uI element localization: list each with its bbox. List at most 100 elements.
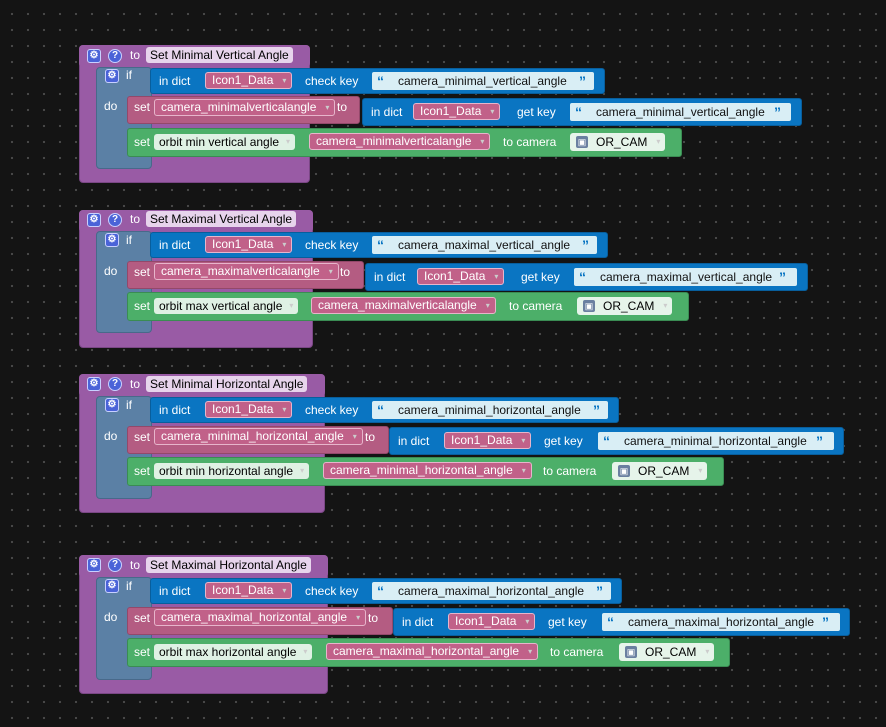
dict-variable-text: Icon1_Data	[212, 237, 274, 251]
dict-variable-dropdown[interactable]: Icon1_Data▾	[205, 72, 293, 89]
camera-variable-text: camera_minimal_horizontal_angle	[330, 463, 513, 477]
get-key-label: get key	[517, 105, 556, 119]
to-camera-label: to camera	[543, 464, 597, 478]
to-camera-label: to camera	[509, 299, 563, 313]
procedure-to-label: to	[130, 212, 141, 226]
chevron-down-icon: ▾	[303, 647, 308, 656]
set-variable-dropdown[interactable]: camera_maximalverticalangle▾	[154, 263, 339, 280]
chevron-down-icon: ▾	[528, 647, 533, 656]
cube-icon: ▣	[576, 136, 588, 148]
chevron-down-icon: ▾	[282, 405, 287, 414]
set-variable-text: camera_maximal_horizontal_angle	[161, 610, 348, 624]
chevron-down-icon: ▾	[494, 272, 499, 281]
chevron-down-icon: ▾	[698, 466, 703, 475]
camera-dropdown[interactable]: ▣OR_CAM▾	[612, 462, 708, 480]
orbit-property-dropdown[interactable]: orbit max vertical angle▾	[154, 298, 299, 314]
help-icon[interactable]: ?	[108, 49, 122, 63]
quote-open-icon: “	[607, 614, 614, 630]
set-to-label: to	[340, 265, 351, 279]
get-key-string[interactable]: camera_maximal_horizontal_angle	[602, 613, 840, 631]
gear-icon[interactable]: ⚙	[105, 579, 119, 593]
orbit-property-dropdown[interactable]: orbit min vertical angle▾	[154, 134, 296, 150]
gear-icon[interactable]: ⚙	[87, 558, 101, 572]
set-variable-text: camera_maximalverticalangle	[161, 264, 320, 278]
camera-dropdown[interactable]: ▣OR_CAM▾	[619, 643, 715, 661]
quote-close-icon: ”	[596, 583, 603, 599]
quote-open-icon: “	[377, 402, 384, 418]
procedure-name-field[interactable]: Set Minimal Vertical Angle	[146, 47, 293, 63]
procedure-name-field[interactable]: Set Maximal Vertical Angle	[146, 211, 297, 227]
camera-dropdown[interactable]: ▣OR_CAM▾	[570, 133, 666, 151]
chevron-down-icon: ▾	[480, 137, 485, 146]
check-key-string[interactable]: camera_maximal_horizontal_angle	[372, 582, 611, 600]
set-variable-dropdown[interactable]: camera_minimalverticalangle▾	[154, 99, 336, 116]
gear-icon[interactable]: ⚙	[105, 69, 119, 83]
help-icon[interactable]: ?	[108, 558, 122, 572]
check-key-string[interactable]: camera_minimal_vertical_angle	[372, 72, 594, 90]
procedure-to-label: to	[130, 558, 141, 572]
check-key-string[interactable]: camera_maximal_vertical_angle	[372, 236, 597, 254]
check-key-string[interactable]: camera_minimal_horizontal_angle	[372, 401, 608, 419]
chevron-down-icon: ▾	[521, 436, 526, 445]
camera-variable-getter[interactable]: camera_minimal_horizontal_angle▾	[323, 462, 532, 479]
gear-icon[interactable]: ⚙	[105, 233, 119, 247]
if-label: if	[126, 398, 132, 412]
cube-icon: ▣	[625, 646, 637, 658]
gear-icon[interactable]: ⚙	[105, 398, 119, 412]
check-key-label: check key	[305, 238, 359, 252]
quote-close-icon: ”	[816, 433, 823, 449]
get-key-label: get key	[544, 434, 583, 448]
orbit-property-dropdown[interactable]: orbit min horizontal angle▾	[154, 463, 310, 479]
gear-icon[interactable]: ⚙	[87, 213, 101, 227]
quote-open-icon: “	[575, 104, 582, 120]
gear-icon[interactable]: ⚙	[87, 49, 101, 63]
help-icon[interactable]: ?	[108, 213, 122, 227]
orbit-property-dropdown[interactable]: orbit max horizontal angle▾	[154, 644, 313, 660]
set-label: set	[134, 464, 151, 478]
dict-variable-dropdown[interactable]: Icon1_Data▾	[205, 236, 293, 253]
dict-variable-dropdown[interactable]: Icon1_Data▾	[417, 268, 505, 285]
quote-close-icon: ”	[779, 269, 786, 285]
help-icon[interactable]: ?	[108, 377, 122, 391]
camera-variable-getter[interactable]: camera_maximalverticalangle▾	[311, 297, 496, 314]
camera-dropdown[interactable]: ▣OR_CAM▾	[577, 297, 673, 315]
dict-variable-text: Icon1_Data	[420, 104, 482, 118]
check-key-text: camera_maximal_vertical_angle	[398, 238, 571, 252]
orbit-property-text: orbit min vertical angle	[159, 135, 280, 149]
camera-variable-getter[interactable]: camera_maximal_horizontal_angle▾	[326, 643, 539, 660]
check-key-label: check key	[305, 403, 359, 417]
procedure-name-field[interactable]: Set Minimal Horizontal Angle	[146, 376, 308, 392]
dict-variable-dropdown[interactable]: Icon1_Data▾	[413, 103, 501, 120]
camera-text: OR_CAM	[596, 135, 648, 149]
quote-close-icon: ”	[582, 237, 589, 253]
dict-variable-text: Icon1_Data	[212, 583, 274, 597]
camera-variable-getter[interactable]: camera_minimalverticalangle▾	[309, 133, 491, 150]
set-label: set	[134, 611, 151, 625]
check-key-label: check key	[305, 584, 359, 598]
set-variable-dropdown[interactable]: camera_maximal_horizontal_angle▾	[154, 609, 367, 626]
get-key-string[interactable]: camera_minimal_vertical_angle	[570, 103, 791, 121]
check-key-text: camera_minimal_vertical_angle	[398, 74, 567, 88]
set-label: set	[134, 430, 151, 444]
set-variable-dropdown[interactable]: camera_minimal_horizontal_angle▾	[154, 428, 363, 445]
get-key-label: get key	[548, 615, 587, 629]
dict-variable-dropdown[interactable]: Icon1_Data▾	[448, 613, 536, 630]
set-label: set	[134, 265, 151, 279]
in-dict-label: in dict	[402, 615, 434, 629]
set-to-label: to	[365, 430, 376, 444]
dict-variable-dropdown[interactable]: Icon1_Data▾	[205, 582, 293, 599]
get-key-text: camera_minimal_vertical_angle	[596, 105, 765, 119]
orbit-property-text: orbit min horizontal angle	[159, 464, 294, 478]
get-key-text: camera_maximal_vertical_angle	[600, 270, 773, 284]
dict-variable-dropdown[interactable]: Icon1_Data▾	[444, 432, 532, 449]
get-key-string[interactable]: camera_maximal_vertical_angle	[574, 268, 797, 286]
do-label: do	[104, 429, 118, 443]
procedure-name-field[interactable]: Set Maximal Horizontal Angle	[146, 557, 311, 573]
to-camera-label: to camera	[503, 135, 557, 149]
chevron-down-icon: ▾	[289, 301, 294, 310]
set-label: set	[134, 135, 151, 149]
gear-icon[interactable]: ⚙	[87, 377, 101, 391]
dict-variable-dropdown[interactable]: Icon1_Data▾	[205, 401, 293, 418]
get-key-string[interactable]: camera_minimal_horizontal_angle	[598, 432, 834, 450]
set-to-label: to	[368, 611, 379, 625]
